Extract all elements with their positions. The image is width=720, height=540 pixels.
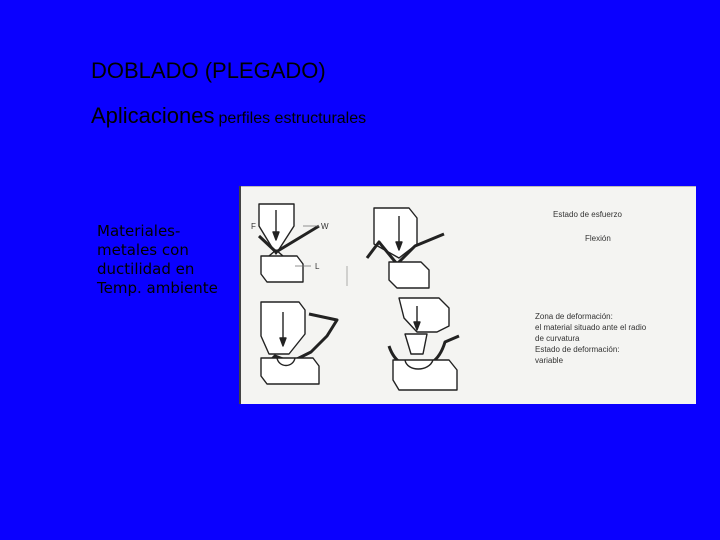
materials-line-3: ductilidad en (97, 260, 195, 278)
caption-flexion: Flexión (585, 234, 611, 243)
punch-die-top-middle (346, 207, 445, 289)
caption-estado-deformacion: Estado de deformación: (535, 345, 620, 354)
caption-variable: variable (535, 356, 564, 365)
materials-text: Materiales- metales con ductilidad en Te… (97, 222, 218, 298)
bending-diagram: F W L Estado de esfuerzo Flexión Zona de… (239, 186, 696, 404)
label-l: L (315, 262, 320, 271)
caption-zona-line-1: el material situado ante el radio (535, 323, 647, 332)
caption-estado-esfuerzo: Estado de esfuerzo (553, 210, 622, 219)
materials-line-4: Temp. ambiente (97, 279, 218, 297)
caption-zona-line-2: de curvatura (535, 334, 580, 343)
materials-line-2: metales con (97, 241, 189, 259)
punch-die-bottom-left (260, 301, 339, 385)
subtitle-detail: perfiles estructurales (218, 110, 367, 127)
slide-title: DOBLADO (PLEGADO) (91, 58, 326, 83)
label-w: W (321, 222, 329, 231)
bending-illustration (257, 203, 460, 391)
punch-die-bottom-middle (387, 297, 460, 391)
punch-die-top-left (257, 203, 320, 283)
caption-zona-deformacion: Zona de deformación: (535, 312, 613, 321)
subtitle-main: Aplicaciones (91, 103, 215, 128)
materials-line-1: Materiales- (97, 222, 181, 240)
label-f: F (251, 222, 256, 231)
